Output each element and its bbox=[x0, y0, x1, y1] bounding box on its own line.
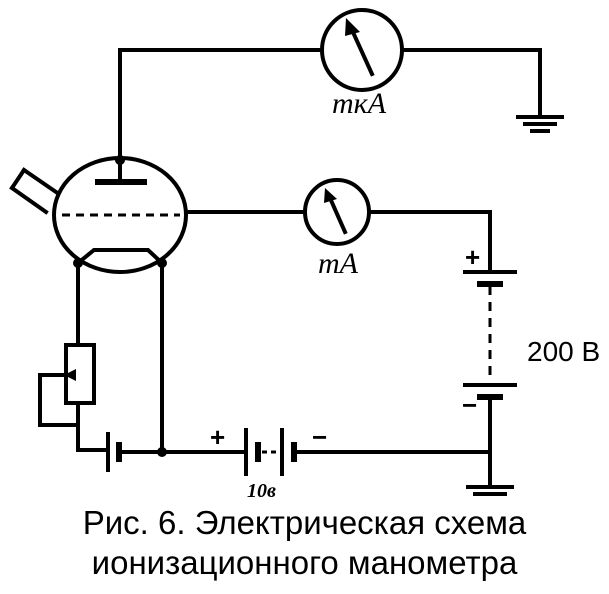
microammeter-to-ground-wire bbox=[400, 48, 542, 117]
milliammeter-needle-tip bbox=[324, 188, 337, 203]
ground-symbol-top bbox=[516, 115, 564, 133]
collector-circuit: mкA bbox=[118, 8, 564, 184]
filament-circuit: + − 10в bbox=[38, 261, 492, 500]
microammeter-needle-tip bbox=[345, 18, 360, 36]
tube-neck-upper bbox=[21, 167, 59, 195]
filament-cathode bbox=[75, 248, 165, 266]
milliammeter-label: mA bbox=[318, 247, 359, 280]
high-voltage-plus-sign: + bbox=[465, 242, 480, 272]
microammeter-dial bbox=[320, 8, 404, 92]
tube-neck-lower bbox=[9, 185, 49, 215]
rheostat-slider-arrow bbox=[64, 369, 76, 381]
grid-circuit: mA + − 200 B bbox=[184, 178, 600, 496]
figure-caption: Рис. 6. Электрическая схема ионизационно… bbox=[0, 503, 609, 583]
gauge-tube bbox=[9, 155, 188, 274]
microammeter-needle bbox=[349, 27, 375, 77]
rheostat-to-battery-wire bbox=[76, 401, 110, 452]
microammeter-label: mкA bbox=[332, 87, 387, 120]
milliammeter-to-battery-wire bbox=[367, 210, 492, 274]
bias-minus-sign: − bbox=[312, 422, 327, 452]
high-voltage-minus-sign: − bbox=[462, 390, 477, 420]
rheostat-slider-loop bbox=[38, 373, 80, 427]
milliammeter-needle bbox=[327, 195, 348, 235]
high-voltage-battery bbox=[463, 270, 517, 400]
high-voltage-label: 200 B bbox=[527, 336, 600, 367]
bias-battery-label: 10в bbox=[247, 480, 276, 500]
ionization-gauge-circuit: mкA mA + − 200 B bbox=[9, 8, 600, 500]
caption-line-1: Рис. 6. Электрическая схема bbox=[82, 504, 527, 541]
bias-plus-sign: + bbox=[210, 422, 225, 452]
bias-battery-10v bbox=[244, 428, 297, 476]
caption-line-2: ионизационного манометра bbox=[91, 544, 518, 581]
milliammeter-dial bbox=[303, 178, 371, 246]
tube-neck-end bbox=[9, 167, 27, 191]
collector-wire bbox=[118, 48, 324, 184]
ground-symbol-bottom bbox=[466, 485, 514, 496]
